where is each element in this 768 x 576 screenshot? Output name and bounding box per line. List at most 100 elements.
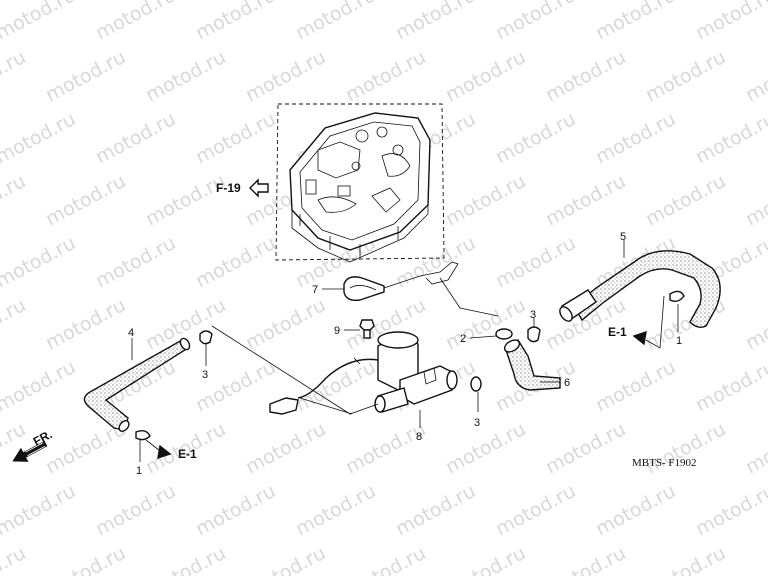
- watermark-text: motod.ru: [92, 108, 179, 168]
- cylinder-head-cover: [289, 112, 431, 263]
- watermark-text: motod.ru: [342, 542, 429, 576]
- part-9-bolt: [359, 319, 375, 339]
- e1-right-arrow-icon: [632, 330, 647, 346]
- watermark-text: motod.ru: [742, 418, 768, 478]
- watermark-text: motod.ru: [292, 0, 379, 44]
- reference-arrow-icon: [249, 178, 269, 198]
- callout-3-left: 3: [202, 369, 208, 381]
- watermark-text: motod.ru: [0, 108, 79, 168]
- watermark-text: motod.ru: [742, 542, 768, 576]
- callout-5: 5: [620, 231, 626, 243]
- watermark-text: motod.ru: [492, 0, 579, 44]
- watermark-text: motod.ru: [692, 0, 768, 44]
- callout-1-left: 1: [136, 465, 142, 477]
- ref-e1-left: E-1: [178, 447, 197, 461]
- watermark-text: motod.ru: [192, 108, 279, 168]
- watermark-text: motod.ru: [442, 542, 529, 576]
- watermark-text: motod.ru: [192, 356, 279, 416]
- watermark-text: motod.ru: [742, 170, 768, 230]
- watermark-text: motod.ru: [0, 542, 29, 576]
- part-5-hose: [559, 250, 721, 329]
- watermark-text: motod.ru: [142, 170, 229, 230]
- watermark-text: motod.ru: [0, 46, 29, 106]
- watermark-text: motod.ru: [692, 480, 768, 540]
- watermark-text: motod.ru: [442, 46, 529, 106]
- callout-2: 2: [460, 333, 466, 345]
- watermark-text: motod.ru: [592, 108, 679, 168]
- watermark-text: motod.ru: [742, 46, 768, 106]
- e1-left-arrow-icon: [157, 444, 172, 460]
- clip-1-left: [135, 429, 151, 441]
- watermark-text: motod.ru: [392, 480, 479, 540]
- clip-3-upper: [527, 326, 541, 343]
- watermark-text: motod.ru: [242, 418, 329, 478]
- watermark-text: motod.ru: [342, 418, 429, 478]
- watermark-text: motod.ru: [0, 170, 29, 230]
- watermark-text: motod.ru: [592, 480, 679, 540]
- callout-3-upper: 3: [530, 309, 536, 321]
- watermark-text: motod.ru: [642, 46, 729, 106]
- ref-f19-label: F-19: [216, 181, 241, 195]
- watermark-text: motod.ru: [0, 356, 79, 416]
- watermark-text: motod.ru: [542, 170, 629, 230]
- watermark-text: motod.ru: [642, 542, 729, 576]
- watermark-text: motod.ru: [242, 46, 329, 106]
- watermark-text: motod.ru: [42, 46, 129, 106]
- watermark-text: motod.ru: [0, 418, 29, 478]
- watermark-text: motod.ru: [442, 170, 529, 230]
- part-6-elbow-hose: [505, 338, 561, 391]
- watermark-text: motod.ru: [0, 232, 79, 292]
- watermark-text: motod.ru: [692, 108, 768, 168]
- watermark-text: motod.ru: [292, 356, 379, 416]
- watermark-text: motod.ru: [492, 232, 579, 292]
- watermark-text: motod.ru: [492, 480, 579, 540]
- clip-1-right: [669, 290, 685, 303]
- clip-3-mid: [470, 376, 482, 392]
- callout-4: 4: [128, 327, 134, 339]
- watermark-text: motod.ru: [242, 542, 329, 576]
- watermark-text: motod.ru: [42, 542, 129, 576]
- watermark-text: motod.ru: [0, 0, 79, 44]
- watermark-text: motod.ru: [0, 480, 79, 540]
- callout-7: 7: [312, 284, 318, 296]
- watermark-text: motod.ru: [142, 542, 229, 576]
- watermark-text: motod.ru: [542, 542, 629, 576]
- watermark-text: motod.ru: [592, 0, 679, 44]
- watermark-text: motod.ru: [92, 480, 179, 540]
- watermark-text: motod.ru: [192, 232, 279, 292]
- watermark-text: motod.ru: [442, 418, 529, 478]
- callout-9: 9: [334, 325, 340, 337]
- watermark-text: motod.ru: [192, 0, 279, 44]
- watermark-text: motod.ru: [592, 356, 679, 416]
- watermark-text: motod.ru: [392, 0, 479, 44]
- part-4-hose: [83, 339, 190, 431]
- watermark-text: motod.ru: [92, 0, 179, 44]
- watermark-text: motod.ru: [0, 294, 29, 354]
- head-cover-outline: [275, 103, 445, 261]
- front-label: FR.: [31, 427, 55, 448]
- ref-e1-right: E-1: [608, 325, 627, 339]
- part-7-bracket: [343, 261, 499, 317]
- watermark-text: motod.ru: [692, 356, 768, 416]
- clip-3-left: [199, 330, 213, 345]
- callout-3-mid: 3: [474, 417, 480, 429]
- watermark-text: motod.ru: [742, 294, 768, 354]
- watermark-text: motod.ru: [342, 46, 429, 106]
- front-arrow-icon: [12, 440, 48, 462]
- watermark-text: motod.ru: [642, 170, 729, 230]
- watermark-text: motod.ru: [542, 418, 629, 478]
- callout-6: 6: [564, 377, 570, 389]
- watermark-text: motod.ru: [542, 46, 629, 106]
- watermark-text: motod.ru: [42, 170, 129, 230]
- watermark-text: motod.ru: [92, 232, 179, 292]
- part-8-air-suction-valve: [374, 331, 458, 413]
- callout-1-right: 1: [676, 335, 682, 347]
- diagram-code: MBTS- F1902: [632, 457, 697, 469]
- part-2-oring: [495, 328, 513, 340]
- watermark-text: motod.ru: [292, 480, 379, 540]
- watermark-text: motod.ru: [642, 418, 729, 478]
- callout-8: 8: [416, 431, 422, 443]
- watermark-text: motod.ru: [142, 46, 229, 106]
